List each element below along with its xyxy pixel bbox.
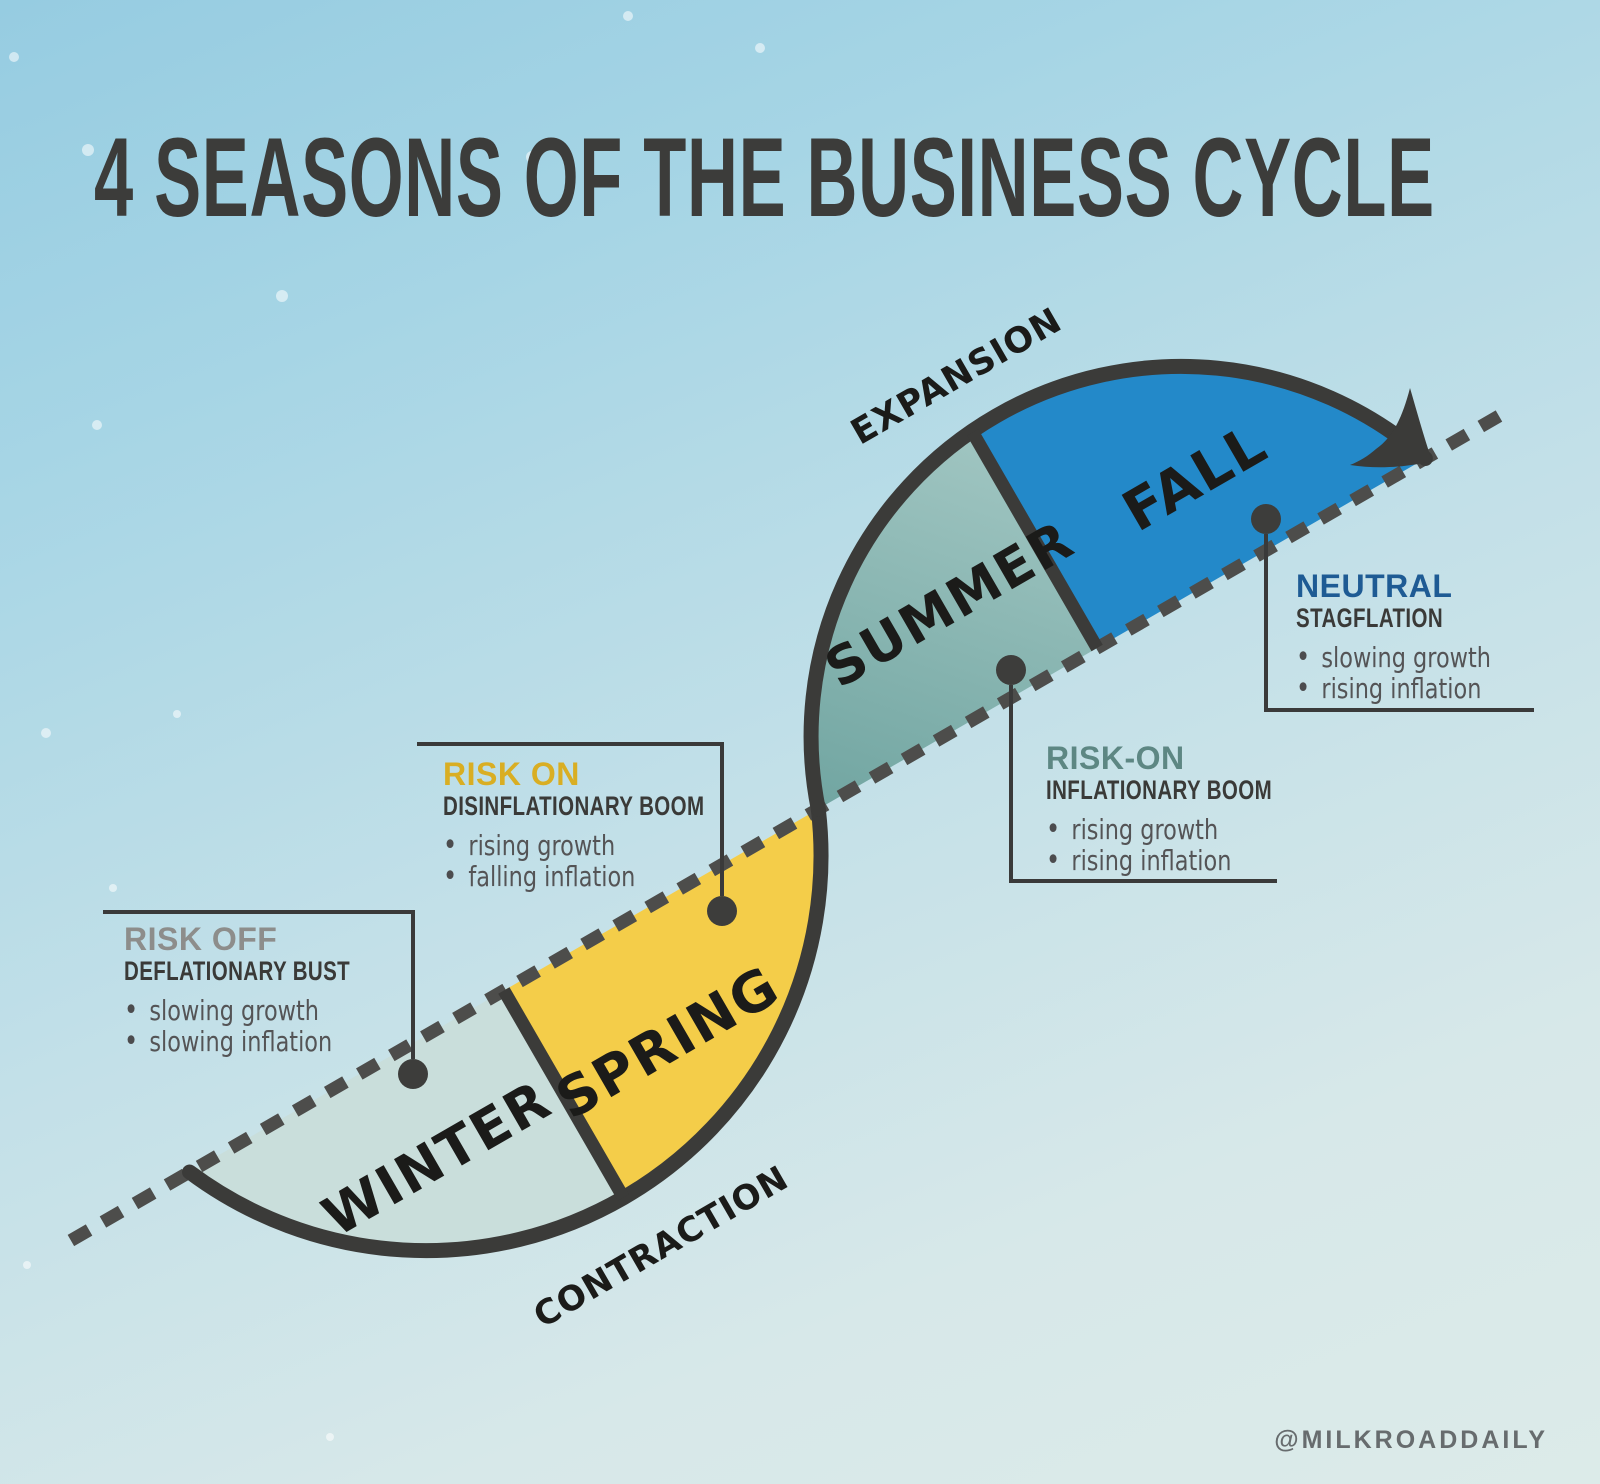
bullet-item: rising inflation [1046,845,1334,876]
callout-risk-off: RISK OFF DEFLATIONARY BUST slowing growt… [124,921,484,1057]
callout-risk-off-label: RISK OFF [124,921,278,957]
neutral-connector [1264,534,1534,712]
background-specks [9,11,765,1441]
bullet-item: slowing inflation [124,1026,412,1057]
bullet-item: slowing growth [1296,642,1584,673]
watermark: @MILKROADDAILY [1274,1426,1548,1454]
season-wedge-winter [189,990,624,1251]
callout-risk-on-summer: RISK-ON INFLATIONARY BOOM rising growth … [1046,740,1406,876]
season-wedge-fall [972,367,1426,648]
callout-neutral: NEUTRAL STAGFLATION slowing growth risin… [1296,568,1600,704]
bullet-item: falling inflation [443,861,731,892]
callout-risk-on-summer-bullets: rising growth rising inflation [1046,814,1334,876]
neutral-dot [1251,504,1281,534]
callout-neutral-label: NEUTRAL [1296,568,1453,604]
callout-risk-on-spring: RISK ON DISINFLATIONARY BOOM rising grow… [443,756,803,892]
season-wedge-spring [503,809,821,1198]
risk-on-summer-connector [1009,685,1277,883]
bullet-item: rising inflation [1296,673,1584,704]
callout-neutral-bullets: slowing growth rising inflation [1296,642,1584,704]
risk-on-summer-dot [996,655,1026,685]
callout-risk-on-spring-bullets: rising growth falling inflation [443,830,731,892]
callout-risk-on-summer-label: RISK-ON [1046,740,1185,776]
bullet-item: slowing growth [124,995,412,1026]
trend-arrow-icon [1350,388,1432,468]
winter-spring-divider [498,987,630,1201]
risk-off-connector [103,910,415,1059]
contraction-curve [182,801,829,1259]
expansion-curve [803,358,1433,817]
summer-fall-divider [966,429,1103,652]
bullet-item: rising growth [1046,814,1334,845]
risk-on-spring-dot [707,896,737,926]
callout-risk-on-summer-subtitle: INFLATIONARY BOOM [1046,775,1273,805]
callout-neutral-subtitle: STAGFLATION [1296,603,1444,633]
callout-risk-on-spring-label: RISK ON [443,756,580,792]
dashed-trend-line [67,403,1515,1247]
bullet-item: rising growth [443,830,731,861]
callout-risk-off-subtitle: DEFLATIONARY BUST [124,956,351,986]
page-title: 4 SEASONS OF THE BUSINESS CYCLE [94,115,1435,240]
callout-risk-on-spring-subtitle: DISINFLATIONARY BOOM [443,791,705,821]
callout-risk-off-bullets: slowing growth slowing inflation [124,995,412,1057]
risk-off-dot [398,1059,428,1089]
